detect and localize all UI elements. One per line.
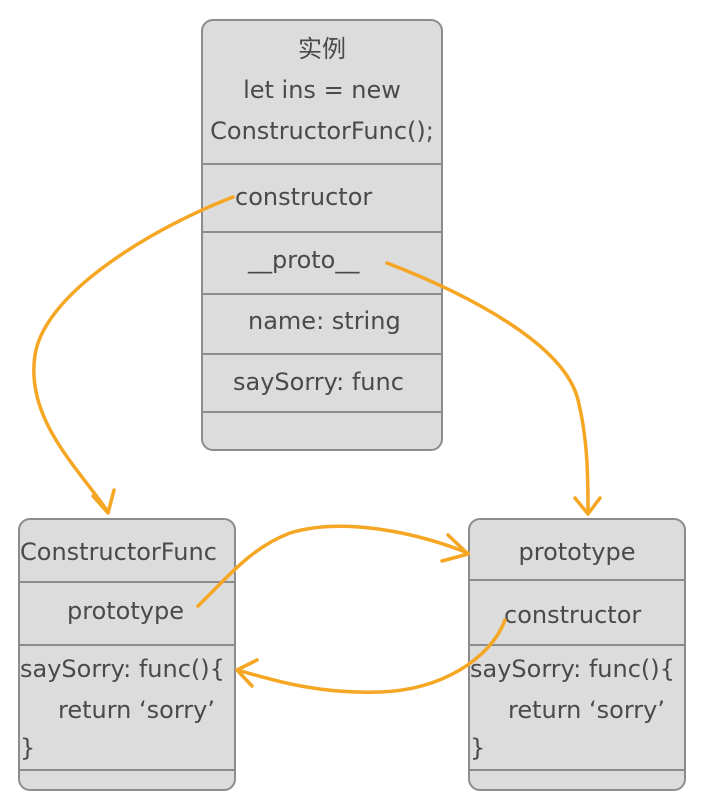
constructor-func-divider-3 <box>20 769 234 771</box>
arrow-func-prototype-to-prototype <box>196 524 470 608</box>
constructor-func-method-line2: return ‘sorry’ <box>58 696 215 724</box>
arrowhead-prototype-constructor-to-func <box>235 658 259 688</box>
prototype-method-line2: return ‘sorry’ <box>508 696 665 724</box>
prototype-divider-2 <box>470 644 684 646</box>
prototype-divider-1 <box>470 579 684 581</box>
instance-row-name: name: string <box>248 307 401 335</box>
instance-divider-4 <box>203 353 441 355</box>
instance-box: 实例 let ins = new ConstructorFunc(); cons… <box>201 19 443 451</box>
constructor-func-title: ConstructorFunc <box>20 538 217 566</box>
instance-row-saysorry: saySorry: func <box>233 368 404 396</box>
prototype-method-line1: saySorry: func(){ <box>470 655 675 683</box>
instance-row-proto: __proto__ <box>248 246 360 274</box>
prototype-method-line3: } <box>470 734 486 762</box>
constructor-func-method-line1: saySorry: func(){ <box>20 655 225 683</box>
arrow-prototype-constructor-to-func <box>235 618 507 694</box>
instance-code-line2: ConstructorFunc(); <box>210 117 434 145</box>
constructor-func-prototype: prototype <box>67 597 184 625</box>
arrowhead-proto-to-prototype <box>573 496 602 516</box>
prototype-divider-3 <box>470 769 684 771</box>
arrowhead-func-prototype-to-prototype <box>440 533 470 563</box>
constructor-func-box: ConstructorFunc prototype saySorry: func… <box>18 518 236 791</box>
prototype-box: prototype constructor saySorry: func(){ … <box>468 518 686 791</box>
arrowhead-constructor-to-func <box>91 488 116 515</box>
instance-divider-2 <box>203 231 441 233</box>
instance-code-line1: let ins = new <box>243 76 401 104</box>
instance-divider-1 <box>203 163 441 165</box>
constructor-func-method-line3: } <box>20 734 36 762</box>
instance-divider-3 <box>203 293 441 295</box>
constructor-func-divider-2 <box>20 644 234 646</box>
instance-row-constructor: constructor <box>235 183 373 211</box>
instance-title: 实例 <box>298 35 346 63</box>
prototype-constructor: constructor <box>504 601 642 629</box>
constructor-func-divider-1 <box>20 581 234 583</box>
instance-divider-5 <box>203 411 441 413</box>
prototype-title: prototype <box>518 538 636 566</box>
